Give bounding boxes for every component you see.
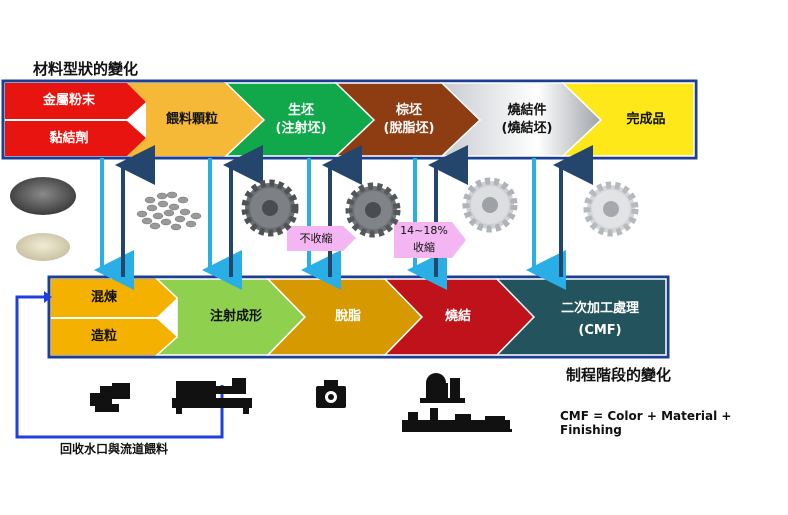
process-label-injection: 注射成形: [209, 309, 262, 324]
material-title: 材料型狀的變化: [33, 60, 139, 78]
gear-finished-icon: [583, 181, 639, 237]
cmf-formula: CMF = Color + Material + Finishing: [560, 409, 732, 437]
recycle-loop-arrow: [15, 295, 224, 439]
material-stage-feedstock-chevron: [127, 83, 264, 156]
material-stage-finished-chevron: [561, 82, 695, 157]
material-label-sintered-part: 燒結件 (燒結坯): [501, 103, 553, 136]
material-label-brown-part: 棕坯 (脫脂坯): [383, 103, 435, 136]
injection-machine-icon: [172, 378, 252, 414]
process-stage-mixing-box: [51, 279, 177, 317]
binder-pile-icon: [16, 233, 70, 261]
process-title: 制程階段的變化: [566, 366, 672, 384]
material-label-green-part: 生坯 (注射坯): [275, 103, 327, 136]
material-label-metal-powder: 金屬粉末: [42, 93, 95, 108]
process-label-sintering: 燒結: [444, 309, 471, 324]
granules-icon: [136, 191, 202, 231]
powder-pile-icon: [10, 177, 76, 215]
material-label-binder: 黏結劑: [49, 131, 89, 146]
gear-sintered-part-icon: [462, 177, 518, 233]
material-label-feedstock: 餵料顆粒: [165, 112, 218, 127]
gear-brown-part-icon: [345, 182, 401, 238]
debinding-oven-icon: [316, 380, 346, 408]
shrink-tag-no-shrink: 不收縮: [299, 232, 333, 245]
recycle-arrowhead: [44, 291, 52, 303]
shrink-tag-no-shrink-shape: [287, 226, 356, 251]
material-label-finished: 完成品: [626, 112, 666, 127]
process-label-secondary: 二次加工處理 (CMF): [560, 301, 639, 338]
sintering-furnace-icon: [402, 373, 512, 432]
gear-green-part-icon: [241, 179, 299, 237]
process-stage-secondary-chevron: [495, 278, 667, 356]
process-label-granulation: 造粒: [90, 329, 117, 344]
shrink-tag-shrink-shape: [394, 222, 466, 258]
mixer-machine-icon: [90, 383, 130, 412]
process-label-debinding: 脫脂: [334, 309, 361, 324]
material-stage-binder-box: [5, 121, 146, 156]
recycle-label: 回收水口與流道餵料: [60, 442, 169, 456]
process-label-mixing: 混煉: [90, 290, 117, 305]
shrink-tag-shrink: 14~18% 收縮: [400, 224, 448, 254]
process-bar-frame: [47, 275, 670, 359]
material-stage-metal-powder-box: [5, 83, 146, 119]
process-stage-granulation-box: [51, 319, 177, 355]
